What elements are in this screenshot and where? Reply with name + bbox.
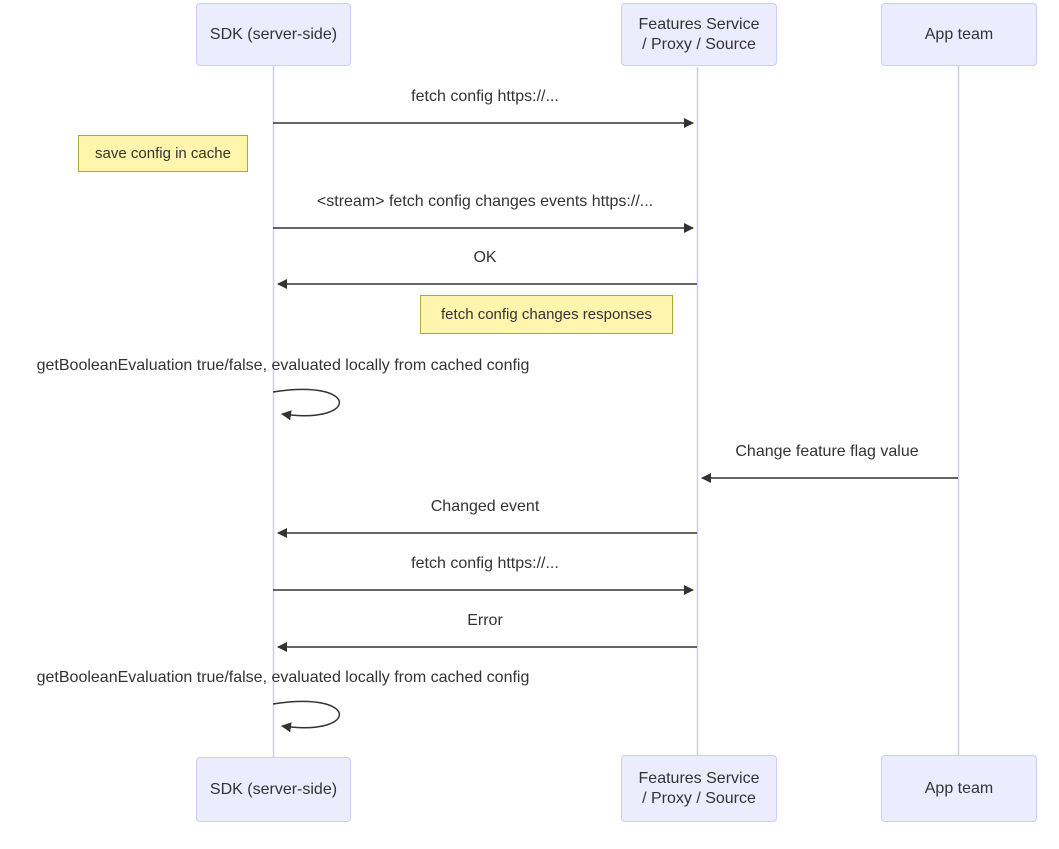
participant-bottom-sdk: SDK (server-side)	[196, 757, 351, 822]
participant-bottom-features: Features Service / Proxy / Source	[621, 755, 777, 822]
participant-top-features: Features Service / Proxy / Source	[621, 3, 777, 66]
self-loop-arrow-0	[272, 388, 341, 421]
message-label-error: Error	[467, 612, 503, 629]
message-label-ok: OK	[473, 249, 497, 266]
message-label-fetch-config-2: fetch config https://...	[411, 555, 559, 572]
participant-top-app: App team	[881, 3, 1037, 66]
message-label-stream-fetch: <stream> fetch config changes events htt…	[316, 193, 654, 210]
self-loop-label-1: getBooleanEvaluation true/false, evaluat…	[36, 669, 530, 686]
participant-top-sdk: SDK (server-side)	[196, 3, 351, 66]
self-loop-arrow-1	[272, 700, 341, 733]
note-save-config-in-cache: save config in cache	[78, 135, 248, 172]
note-fetch-config-changes-responses: fetch config changes responses	[420, 295, 673, 334]
message-label-change-flag: Change feature flag value	[735, 443, 919, 460]
message-label-fetch-config-1: fetch config https://...	[411, 88, 559, 105]
self-loop-label-0: getBooleanEvaluation true/false, evaluat…	[36, 357, 530, 374]
participant-bottom-app: App team	[881, 755, 1037, 822]
message-label-changed-event: Changed event	[430, 498, 540, 515]
